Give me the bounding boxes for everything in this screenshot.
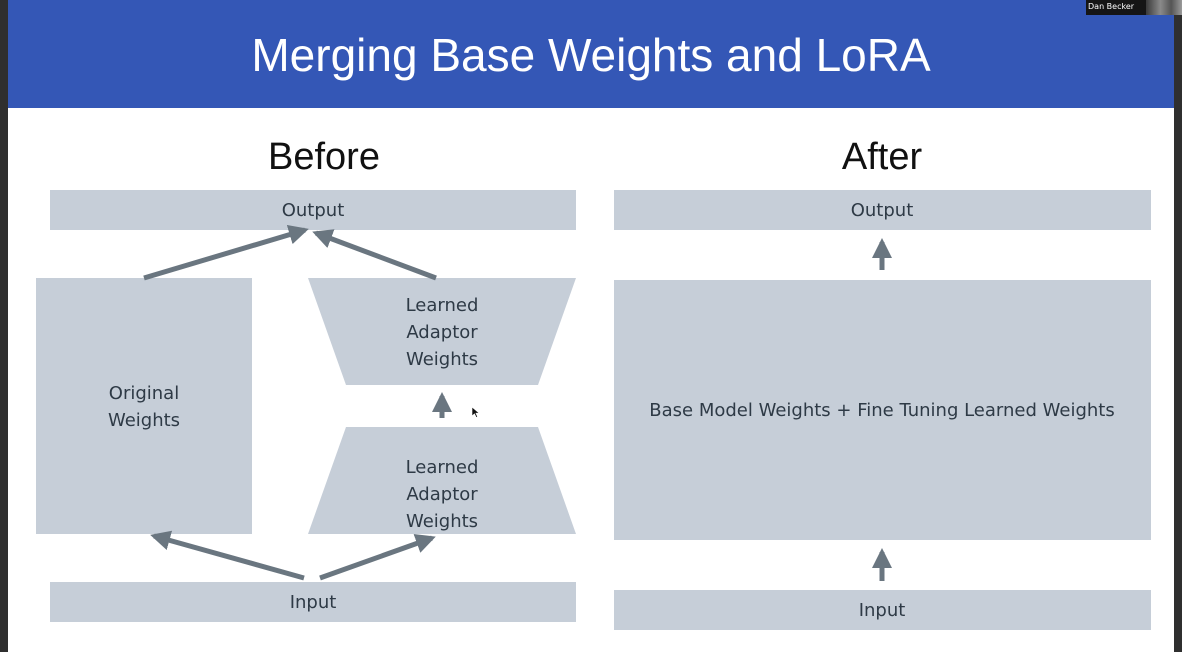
after-input-label: Input — [859, 600, 906, 621]
adaptor-weights-top-box — [308, 278, 576, 385]
adaptor-top-label-line-2: Adaptor — [406, 322, 478, 343]
title-bar: Merging Base Weights and LoRA — [8, 0, 1174, 108]
merged-weights-box — [614, 280, 1151, 540]
before-input-box — [50, 582, 576, 622]
after-output-box — [614, 190, 1151, 230]
before-heading: Before — [268, 136, 380, 178]
adaptor-top-label-line-3: Weights — [406, 349, 478, 370]
adaptor-bottom-label-line-2: Adaptor — [406, 484, 478, 505]
before-output-box — [50, 190, 576, 230]
before-input-label: Input — [290, 592, 337, 613]
slide-title: Merging Base Weights and LoRA — [251, 29, 931, 81]
adaptor-top-label-line-1: Learned — [406, 295, 479, 316]
arrow-input-to-adaptor — [319, 533, 436, 581]
arrow-input-to-original — [150, 530, 305, 581]
participant-video-tile: Dan Becker — [1086, 0, 1182, 15]
participant-video-thumbnail — [1146, 0, 1182, 15]
after-input-box — [614, 590, 1151, 630]
before-diagram: Output Original Weights Learned Adaptor … — [36, 190, 576, 622]
slide: Merging Base Weights and LoRA Before Aft… — [8, 0, 1174, 652]
mouse-cursor-icon — [471, 406, 480, 418]
after-heading: After — [841, 136, 923, 178]
participant-name: Dan Becker — [1088, 2, 1135, 11]
after-output-label: Output — [851, 200, 914, 221]
merged-weights-label: Base Model Weights + Fine Tuning Learned… — [649, 400, 1114, 421]
original-weights-box — [36, 278, 252, 534]
original-weights-label-line-2: Weights — [108, 410, 180, 431]
adaptor-bottom-label-line-1: Learned — [406, 457, 479, 478]
arrow-original-to-output — [143, 224, 309, 281]
before-output-label: Output — [282, 200, 345, 221]
arrow-adaptor-to-output — [312, 229, 437, 281]
adaptor-bottom-label-line-3: Weights — [406, 511, 478, 532]
original-weights-label-line-1: Original — [109, 383, 179, 404]
lora-diagram: Output Original Weights Learned Adaptor … — [36, 190, 1151, 630]
after-diagram: Output Base Model Weights + Fine Tuning … — [614, 190, 1151, 630]
adaptor-weights-bottom-box — [308, 427, 576, 534]
